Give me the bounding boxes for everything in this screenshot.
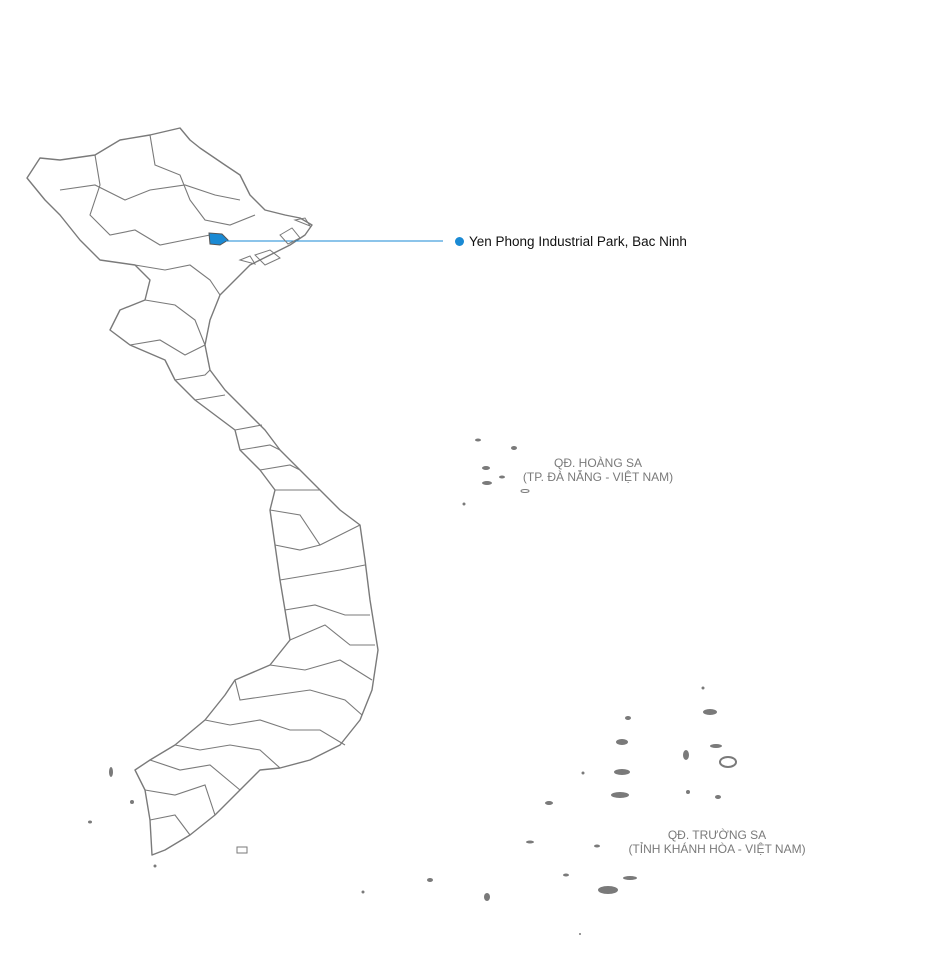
- hoang-sa-islands: [462, 438, 530, 506]
- truong-sa-sub: (TỈNH KHÁNH HÒA - VIỆT NAM): [628, 842, 806, 856]
- southern-islands: [88, 767, 248, 868]
- marker-label: Yen Phong Industrial Park, Bac Ninh: [469, 234, 687, 249]
- hoang-sa-sub: (TP. ĐÀ NẴNG - VIỆT NAM): [522, 470, 674, 484]
- hoang-sa-name: QĐ. HOÀNG SA: [553, 456, 642, 470]
- province-borders: [59, 134, 375, 836]
- marker-dot-icon: [455, 237, 464, 246]
- vietnam-outline: [26, 127, 379, 856]
- truong-sa-islands: [361, 686, 737, 935]
- ha-long-islands: [238, 217, 312, 266]
- hoang-sa-label: QĐ. HOÀNG SA (TP. ĐÀ NẴNG - VIỆT NAM): [508, 456, 688, 484]
- truong-sa-label: QĐ. TRƯỜNG SA (TỈNH KHÁNH HÒA - VIỆT NAM…: [612, 828, 822, 856]
- location-marker[interactable]: Yen Phong Industrial Park, Bac Ninh: [455, 234, 687, 249]
- bac-ninh-highlight: [208, 232, 229, 246]
- truong-sa-name: QĐ. TRƯỜNG SA: [667, 828, 767, 842]
